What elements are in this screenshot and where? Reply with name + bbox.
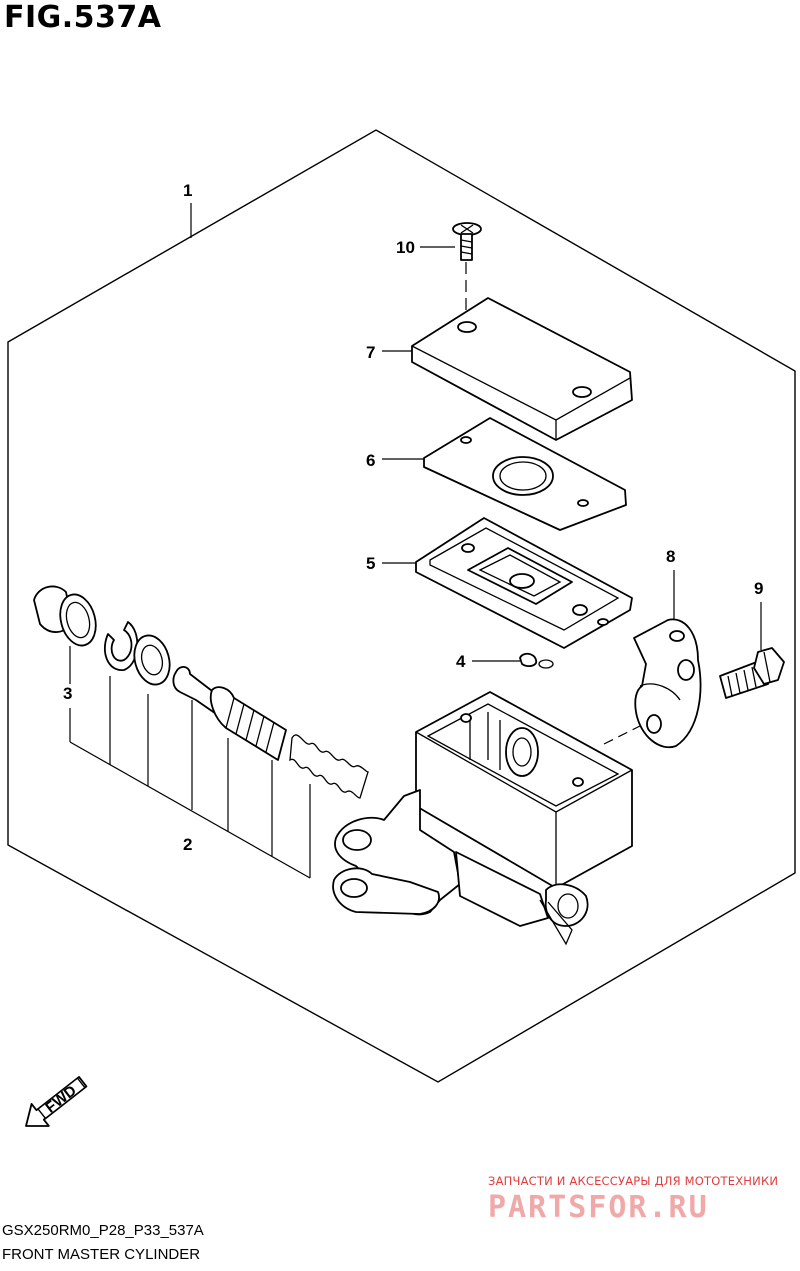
watermark-tagline: ЗАПЧАСТИ И АКСЕССУАРЫ ДЛЯ МОТОТЕХНИКИ [488,1174,779,1188]
bolt-part-9 [719,647,785,699]
callout-5: 5 [366,554,375,573]
screw-part-10 [452,222,482,320]
callout-6: 6 [366,451,375,470]
washer-part [133,634,171,686]
callout-2: 2 [183,835,192,854]
piston-boot-part-3 [33,585,97,647]
reservoir-cap-part-7 [411,297,633,441]
callout-10: 10 [396,238,415,257]
diaphragm-part-5 [415,517,633,649]
callout-9: 9 [754,579,763,598]
callout-3: 3 [63,684,72,703]
clamp-bracket-part-8 [633,618,702,749]
fwd-arrow: FWD [25,1076,88,1127]
callout-8: 8 [666,547,675,566]
figure-title: FIG.537A [4,0,162,35]
group-bracket-lines [69,676,311,879]
diagram-code: GSX250RM0_P28_P33_537A [2,1222,204,1239]
diagram-name: FRONT MASTER CYLINDER [2,1246,201,1263]
assembly-outline [7,129,796,1083]
callout-1: 1 [183,181,192,200]
circlip-part [103,621,139,671]
bracket-guide-line [603,725,641,745]
watermark-logo: PARTSFOR.RU [488,1190,709,1225]
clip-part-4 [519,652,554,669]
callout-7: 7 [366,343,375,362]
master-cylinder-body [332,691,633,946]
piston-spring-part-2 [172,666,369,799]
diaphragm-plate-part-6 [423,417,627,531]
callout-4: 4 [456,652,466,671]
